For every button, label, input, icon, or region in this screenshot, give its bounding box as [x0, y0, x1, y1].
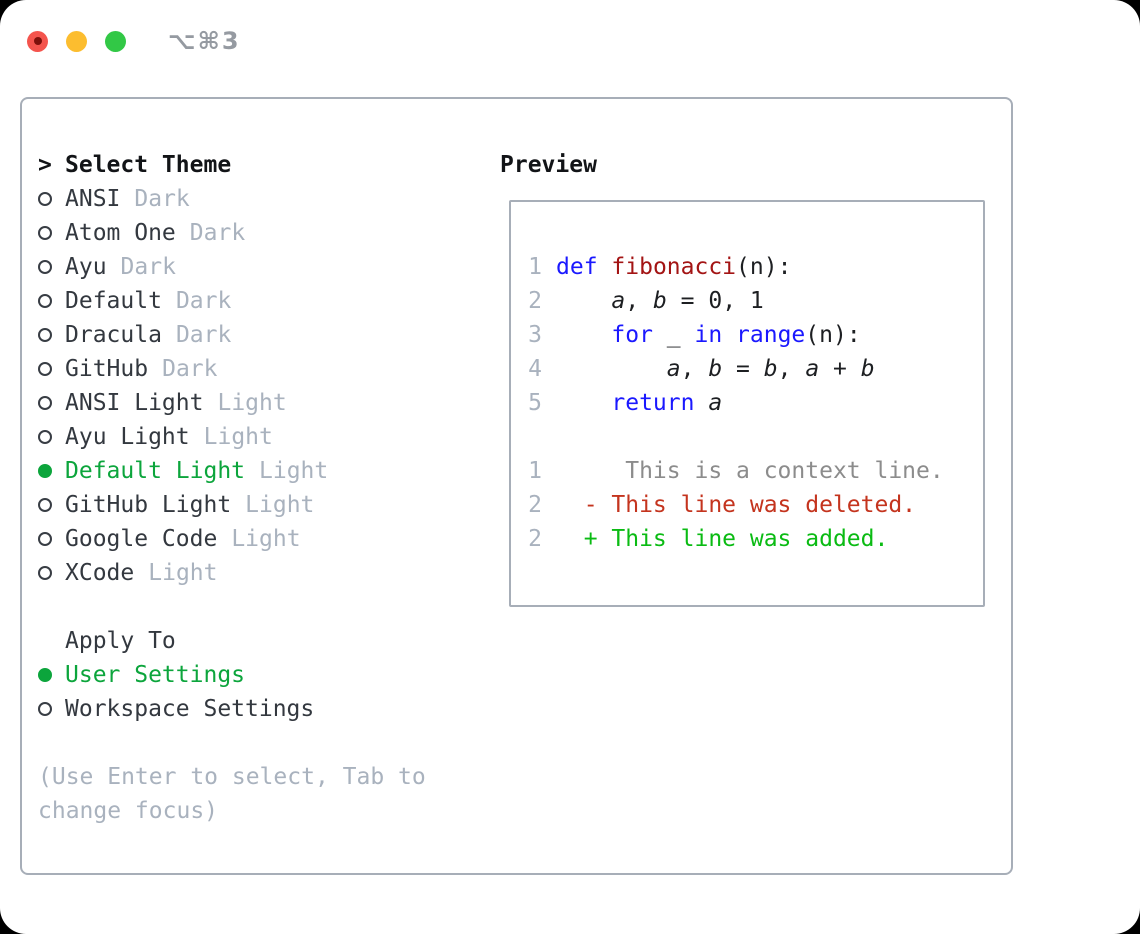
minimize-button[interactable] [66, 30, 87, 52]
preview-line: 2 + This line was added. [528, 526, 889, 552]
theme-option[interactable]: GitHub Light Light [38, 488, 478, 522]
theme-option[interactable]: Default Dark [38, 284, 478, 318]
apply-to-option[interactable]: Workspace Settings [38, 692, 478, 726]
theme-variant: Light [231, 526, 301, 552]
theme-variant: Light [148, 560, 218, 586]
theme-name: Default Light [65, 458, 246, 484]
theme-name: GitHub [65, 356, 149, 382]
theme-name: Ayu [65, 254, 107, 280]
apply-to-heading-label: Apply To [65, 628, 176, 654]
radio-icon [38, 192, 65, 206]
theme-name: Ayu Light [65, 424, 190, 450]
theme-variant: Dark [162, 356, 218, 382]
theme-option[interactable]: XCode Light [38, 556, 478, 590]
preview-line: 2 - This line was deleted. [528, 492, 917, 518]
preview-line: 1 This is a context line. [528, 458, 944, 484]
theme-name: Atom One [65, 220, 176, 246]
radio-icon [38, 328, 65, 342]
preview-line: 5 return a [528, 390, 723, 416]
spacer [38, 726, 478, 760]
radio-icon [38, 702, 65, 716]
preview-line [528, 420, 983, 454]
line-number: 4 [528, 356, 542, 382]
close-dot-icon [33, 37, 42, 45]
theme-option[interactable]: Dracula Dark [38, 318, 478, 352]
theme-name: Dracula [65, 322, 162, 348]
line-number: 1 [528, 458, 542, 484]
radio-icon [38, 226, 65, 240]
select-theme-heading: > Select Theme [38, 148, 478, 182]
theme-name: ANSI Light [65, 390, 204, 416]
close-button[interactable] [27, 30, 48, 52]
radio-selected-icon [38, 668, 65, 682]
radio-icon [38, 396, 65, 410]
radio-icon [38, 294, 65, 308]
theme-variant: Light [203, 424, 273, 450]
select-theme-heading-label: Select Theme [65, 152, 232, 178]
preview-line: 4 a, b = b, a + b [528, 356, 875, 382]
preview-heading: Preview [500, 152, 597, 178]
apply-to-name: User Settings [65, 662, 246, 688]
apply-to-heading: Apply To [38, 624, 478, 658]
theme-option[interactable]: ANSI Light Light [38, 386, 478, 420]
theme-name: Google Code [65, 526, 218, 552]
line-number: 2 [528, 526, 542, 552]
maximize-button[interactable] [105, 30, 126, 52]
titlebar: ⌥⌘3 [27, 27, 241, 55]
line-number: 1 [528, 254, 542, 280]
cursor-arrow-icon: > [38, 152, 52, 178]
line-number: 2 [528, 288, 542, 314]
theme-variant: Dark [134, 186, 190, 212]
radio-selected-icon [38, 464, 65, 478]
theme-name: GitHub Light [65, 492, 232, 518]
preview-line: 2 a, b = 0, 1 [528, 288, 764, 314]
apply-to-option[interactable]: User Settings [38, 658, 478, 692]
theme-option[interactable]: Google Code Light [38, 522, 478, 556]
theme-variant: Dark [175, 322, 232, 348]
line-number: 5 [528, 390, 542, 416]
theme-variant: Light [259, 458, 329, 484]
theme-name: ANSI [65, 186, 121, 212]
theme-variant: Dark [120, 254, 176, 280]
theme-option[interactable]: Atom One Dark [38, 216, 478, 250]
radio-icon [38, 566, 65, 580]
theme-option[interactable]: Ayu Light Light [38, 420, 478, 454]
theme-name: Default [65, 288, 162, 314]
theme-name: XCode [65, 560, 135, 586]
radio-icon [38, 532, 65, 546]
preview-line: 3 for _ in range(n): [528, 322, 861, 348]
hint-text: (Use Enter to select, Tab to change focu… [38, 764, 426, 824]
theme-variant: Dark [175, 288, 232, 314]
radio-icon [38, 260, 65, 274]
radio-icon [38, 498, 65, 512]
spacer [38, 590, 478, 624]
theme-variant: Light [217, 390, 287, 416]
apply-to-name: Workspace Settings [65, 696, 315, 722]
theme-variant: Light [245, 492, 315, 518]
theme-option[interactable]: GitHub Dark [38, 352, 478, 386]
window-title-shortcut: ⌥⌘3 [168, 27, 241, 55]
line-number: 3 [528, 322, 542, 348]
theme-option[interactable]: Ayu Dark [38, 250, 478, 284]
theme-option[interactable]: ANSI Dark [38, 182, 478, 216]
radio-icon [38, 362, 65, 376]
theme-variant: Dark [189, 220, 246, 246]
theme-option[interactable]: Default Light Light [38, 454, 478, 488]
line-number: 2 [528, 492, 542, 518]
radio-icon [38, 430, 65, 444]
